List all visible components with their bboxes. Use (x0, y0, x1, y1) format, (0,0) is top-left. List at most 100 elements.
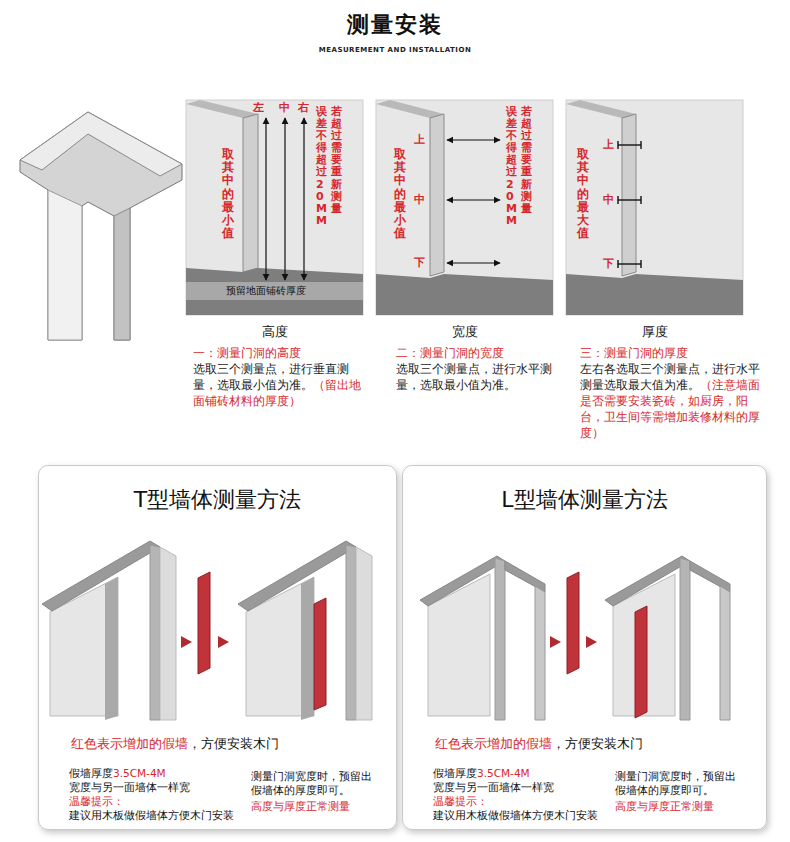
t-wall-figures (42, 541, 372, 720)
floor (376, 274, 553, 315)
box-spec-line: 宽度与另一面墙体一样宽 (433, 780, 554, 794)
door-post (495, 558, 505, 720)
point-label: 中 (414, 193, 425, 206)
step-text: 选取三个测量点，进行水平测量，选取最小值为准。 (396, 362, 552, 392)
panel-caption: 高度 (262, 324, 288, 339)
point-label: 右 (298, 101, 309, 114)
box-spec-line: 假墙厚度3.5CM-4M (433, 766, 530, 780)
l-wall-figure (420, 556, 545, 720)
box-measure-note-line: 测量门洞宽度时，预留出假墙体的厚度即可。 (615, 769, 745, 797)
panel-ground (186, 100, 363, 315)
false-wall-bar (567, 572, 579, 674)
step-heading-group: 一：测量门洞的高度 (193, 345, 369, 361)
illustration-part (346, 545, 356, 720)
point-label: 下 (603, 257, 614, 270)
box-measure-note-line: 高度与厚度正常测量 (615, 799, 745, 813)
vertical-note-group: 若超过需要重新测量 (521, 106, 532, 215)
panel-ground (376, 100, 553, 315)
illustration-part (720, 586, 730, 720)
panel-caption-group: 高度 (186, 324, 363, 340)
box-spec: 假墙厚度 (433, 767, 477, 779)
frame-top-face (20, 112, 182, 176)
lintel (42, 541, 160, 611)
vertical-note-group: 误差不得超过20MM (506, 106, 517, 227)
panel-caption: 宽度 (452, 324, 478, 339)
height-panel (186, 100, 363, 315)
l-wall-figure (605, 556, 730, 720)
vertical-note: 误差不得超过20MM (316, 105, 327, 227)
point-label: 中 (603, 193, 614, 206)
door-frame-figure (20, 112, 182, 340)
box-tip-line: 建议用木板做假墙体方便木门安装 (433, 808, 598, 822)
vertical-note: 取其中的最小值 (222, 147, 234, 240)
subtitle: MEASUREMENT AND INSTALLATION (319, 46, 472, 54)
floor (186, 268, 363, 315)
panel-caption: 厚度 (642, 324, 668, 339)
side-post (535, 586, 545, 720)
vertical-note-group: 误差不得超过20MM (316, 106, 327, 227)
box-spec: 宽度与另一面墙体一样宽 (433, 781, 554, 793)
box-spec: 宽度与另一面墙体一样宽 (69, 781, 190, 793)
box-heading: T型墙体测量方法 (134, 487, 301, 512)
right-post-face (114, 208, 130, 340)
box-measure-note: 测量门洞宽度时，预留出假墙体的厚度即可。 (615, 770, 736, 796)
side-wall (160, 547, 176, 720)
step-heading: 三：测量门洞的厚度 (580, 346, 688, 360)
panel-ground (566, 100, 743, 315)
box-heading: L型墙体测量方法 (501, 487, 667, 512)
false-wall-bar (635, 606, 647, 718)
point-label-group: 下 (414, 256, 425, 269)
lintel (186, 100, 258, 118)
illustration-part (640, 141, 641, 149)
box-spec: 3.5CM-4M (477, 767, 530, 779)
box-note: ，方便安装木门 (552, 736, 643, 751)
point-label-group: 右 (298, 101, 309, 114)
lintel (420, 556, 505, 606)
width-panel (376, 100, 553, 315)
t-wall-figure (42, 541, 176, 720)
tile-band (186, 282, 363, 300)
vertical-note-group: 若超过需要重新测量 (331, 106, 342, 215)
point-label-group: 上 (603, 138, 614, 151)
box-tip-line: 温馨提示： (69, 794, 124, 808)
box-measure-note: 高度与厚度正常测量 (251, 800, 350, 812)
step-heading-group: 二：测量门洞的宽度 (396, 345, 568, 361)
box-note: ，方便安装木门 (188, 736, 279, 751)
point-label: 上 (603, 138, 614, 151)
point-label-group: 上 (414, 133, 425, 146)
frame-body (20, 112, 182, 340)
branch-wall (105, 577, 118, 720)
illustration-part (617, 141, 618, 149)
box-tip-line: 建议用木板做假墙体方便木门安装 (69, 808, 234, 822)
box-heading-line: L型墙体测量方法 (403, 486, 766, 514)
box-tip: 建议用木板做假墙体方便木门安装 (433, 809, 598, 821)
false-wall-bar (314, 598, 326, 710)
point-label: 中 (279, 101, 290, 114)
vertical-note: 误差不得超过20MM (506, 105, 517, 227)
box-measure-note: 高度与厚度正常测量 (615, 800, 714, 812)
box-note: 红色表示增加的假墙 (435, 736, 552, 751)
box-spec: 3.5CM-4M (113, 767, 166, 779)
illustration-part (618, 199, 641, 200)
thickness-marks (618, 141, 641, 268)
false-wall-bar (198, 572, 210, 674)
box-spec-line: 宽度与另一面墙体一样宽 (69, 780, 190, 794)
step-text-group: 选取三个测量点，进行垂直测量，选取最小值为准。（留出地面铺砖材料的厚度） (193, 361, 369, 409)
point-label-group: 中 (603, 193, 614, 206)
door-jamb (622, 114, 636, 276)
door-jamb (243, 114, 258, 272)
point-label-group: 中 (279, 101, 290, 114)
door-jamb (430, 114, 444, 276)
illustration-part (356, 547, 372, 720)
vertical-note: 取其中的最大值 (577, 147, 589, 240)
point-label: 左 (253, 101, 264, 114)
illustration-part (640, 260, 641, 268)
point-label-group: 中 (414, 193, 425, 206)
box-tip: 建议用木板做假墙体方便木门安装 (69, 809, 234, 821)
box-note-line: 红色表示增加的假墙，方便安装木门 (435, 736, 643, 752)
measure-line (265, 118, 266, 280)
step-heading: 二：测量门洞的宽度 (396, 346, 504, 360)
illustration-part (238, 541, 356, 611)
point-label: 下 (414, 256, 425, 269)
subtitle-group: MEASUREMENT AND INSTALLATION (0, 46, 790, 55)
